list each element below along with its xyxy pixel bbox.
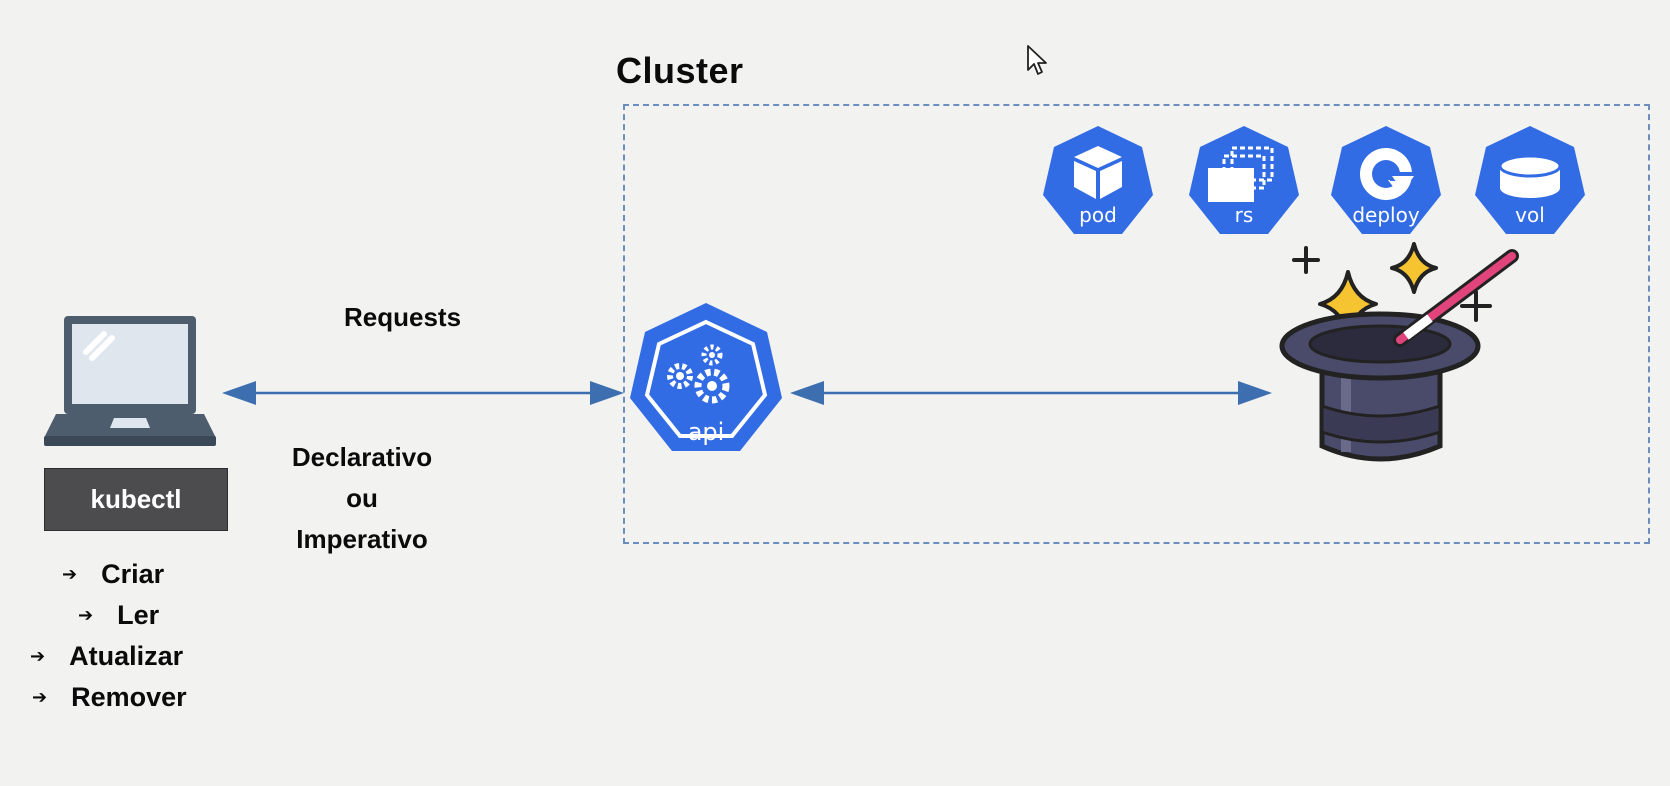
magic-wand-icon	[1393, 249, 1519, 347]
star-icon	[1390, 242, 1438, 294]
resource-pod-icon: pod	[1043, 126, 1153, 234]
resource-label: rs	[1235, 203, 1254, 227]
resource-label: vol	[1515, 203, 1545, 227]
bullet-arrow-icon: ➔	[78, 605, 94, 625]
sparkle-icon	[1292, 246, 1492, 322]
cluster-title: Cluster	[616, 50, 744, 91]
gears-icon	[667, 344, 730, 404]
api-controller-arrow	[790, 381, 1272, 405]
api-server-icon: api	[630, 303, 782, 451]
magic-hat-icon	[1279, 242, 1519, 462]
laptop-icon	[44, 316, 216, 446]
mode-text: Declarativo ou Imperativo	[252, 437, 472, 560]
kubectl-box: kubectl	[44, 468, 228, 531]
operation-item-ler: ➔ Ler	[78, 600, 159, 631]
bullet-arrow-icon: ➔	[32, 687, 48, 707]
bullet-arrow-icon: ➔	[62, 564, 78, 584]
bullet-arrow-icon: ➔	[30, 646, 46, 666]
stacked-squares-icon	[1208, 146, 1274, 202]
operation-label: Criar	[101, 559, 165, 589]
resource-deploy-icon: deploy	[1331, 126, 1441, 234]
cylinder-icon	[1498, 154, 1562, 198]
kubectl-label: kubectl	[90, 484, 182, 514]
operation-item-criar: ➔ Criar	[62, 559, 164, 590]
resource-vol-icon: vol	[1475, 126, 1585, 234]
mode-line-imperativo: Imperativo	[296, 524, 428, 554]
mode-line-declarativo: Declarativo	[291, 442, 433, 472]
resource-rs-icon: rs	[1189, 126, 1299, 234]
resource-label: deploy	[1352, 203, 1419, 227]
api-label: api	[688, 418, 725, 446]
client-api-arrow	[222, 381, 624, 405]
operation-label: Ler	[117, 600, 160, 630]
mode-line-ou: ou	[346, 483, 378, 513]
requests-label: Requests	[344, 302, 462, 332]
rotate-arrow-icon	[1360, 148, 1416, 200]
cube-icon	[1074, 146, 1122, 199]
resource-label: pod	[1079, 203, 1117, 227]
cursor-icon	[1027, 45, 1047, 75]
cluster-boundary	[623, 104, 1650, 544]
operation-label: Remover	[71, 682, 187, 712]
operation-item-atualizar: ➔ Atualizar	[30, 641, 183, 672]
operation-item-remover: ➔ Remover	[32, 682, 187, 713]
operation-label: Atualizar	[69, 641, 184, 671]
